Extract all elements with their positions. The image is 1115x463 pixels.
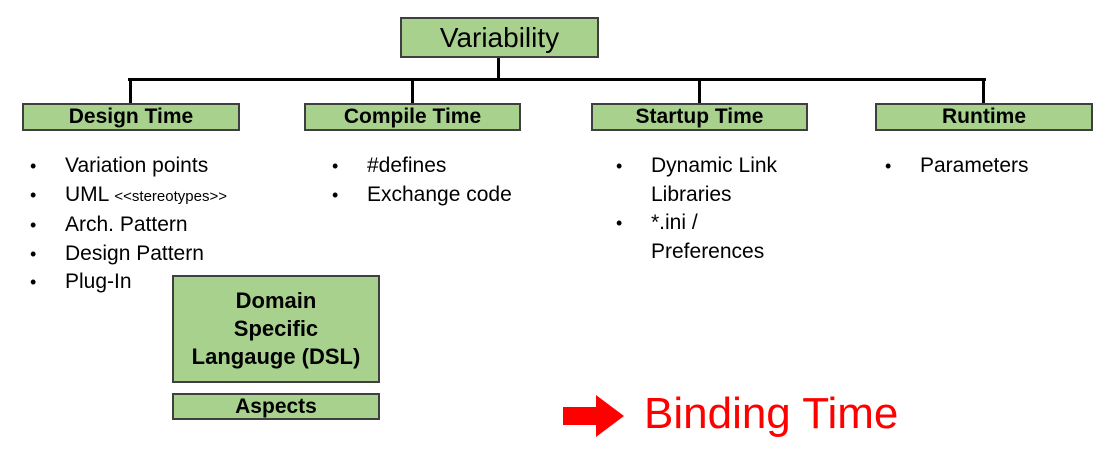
list-item: • Variation points xyxy=(30,152,265,181)
dsl-label: Domain Specific Langauge (DSL) xyxy=(191,288,361,369)
header-box-compile-time: Compile Time xyxy=(304,103,521,131)
compile-time-list: • #defines • Exchange code xyxy=(332,152,532,209)
binding-time-annotation: Binding Time xyxy=(563,388,898,440)
list-item-text: Parameters xyxy=(920,154,1029,177)
startup-time-list: • Dynamic Link Libraries • *.ini / Prefe… xyxy=(616,152,791,266)
list-item-text: #defines xyxy=(367,154,447,177)
list-item-small-text: <<stereotypes>> xyxy=(114,187,227,205)
list-item-text: Arch. Pattern xyxy=(65,213,188,236)
connector-drop-design-time xyxy=(129,80,132,103)
bullet-icon: • xyxy=(30,184,37,205)
list-item: • Plug-In xyxy=(30,268,265,297)
header-box-startup-time: Startup Time xyxy=(591,103,808,131)
bullet-icon: • xyxy=(616,213,623,233)
aspects-label: Aspects xyxy=(235,394,317,418)
bullet-icon: • xyxy=(30,156,37,176)
list-item: • Dynamic Link Libraries xyxy=(616,152,791,209)
aspects-box: Aspects xyxy=(172,393,380,420)
runtime-list: • Parameters xyxy=(885,152,1085,181)
bullet-icon: • xyxy=(30,215,37,235)
list-item-text: Variation points xyxy=(65,154,209,177)
list-item-text: Plug-In xyxy=(65,270,132,293)
bullet-icon: • xyxy=(30,243,37,264)
connector-drop-startup-time xyxy=(698,80,701,103)
list-item: • Design Pattern xyxy=(30,240,265,269)
list-item-text: Exchange code xyxy=(367,182,512,206)
header-box-runtime: Runtime xyxy=(875,103,1093,131)
bullet-icon: • xyxy=(30,272,37,292)
header-label-runtime: Runtime xyxy=(942,105,1026,128)
list-item-text: UML <<stereotypes>> xyxy=(65,181,265,212)
header-label-startup-time: Startup Time xyxy=(635,105,764,128)
bullet-icon: • xyxy=(616,156,623,176)
header-box-design-time: Design Time xyxy=(22,103,240,131)
header-label-compile-time: Compile Time xyxy=(343,105,482,128)
list-item-text: Design Pattern xyxy=(65,241,204,265)
arrow-right-icon xyxy=(563,395,624,437)
variability-label: Variability xyxy=(439,21,560,53)
list-item-main-text: UML xyxy=(65,182,109,206)
list-item-text: *.ini / Preferences xyxy=(651,211,765,263)
list-item-text: Dynamic Link Libraries xyxy=(651,154,778,206)
binding-time-label: Binding Time xyxy=(644,389,899,438)
list-item: • UML <<stereotypes>> xyxy=(30,181,265,212)
list-item: • *.ini / Preferences xyxy=(616,209,791,266)
bullet-icon: • xyxy=(885,156,892,176)
dsl-box: Domain Specific Langauge (DSL) xyxy=(172,275,380,383)
design-time-list: • Variation points • UML <<stereotypes>>… xyxy=(30,152,265,297)
connector-trunk xyxy=(497,58,500,81)
list-item: • #defines xyxy=(332,152,532,181)
connector-drop-compile-time xyxy=(411,80,414,103)
connector-drop-runtime xyxy=(982,80,985,103)
bullet-icon: • xyxy=(332,156,339,176)
header-label-design-time: Design Time xyxy=(68,105,194,128)
list-item: • Exchange code xyxy=(332,181,532,210)
bullet-icon: • xyxy=(332,184,339,205)
list-item: • Parameters xyxy=(885,152,1085,181)
variability-box: Variability xyxy=(400,17,599,58)
list-item: • Arch. Pattern xyxy=(30,211,265,240)
connector-horizontal xyxy=(128,78,986,81)
